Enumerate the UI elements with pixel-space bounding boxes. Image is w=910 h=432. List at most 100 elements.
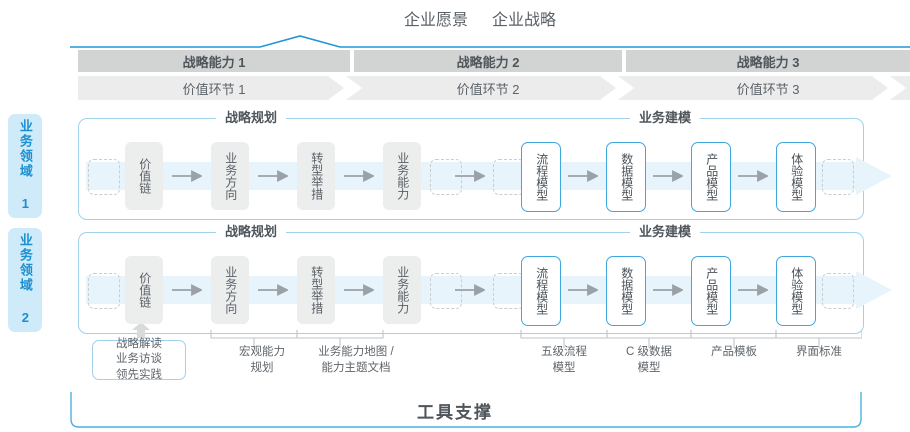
capability-label-3: 战略能力 3 <box>736 54 800 70</box>
arrow-right-icon <box>258 170 288 182</box>
arrow-right-icon <box>172 284 202 296</box>
annotation-box-strategy-inputs[interactable]: 战略解读 业务访谈 领先实践 <box>92 338 186 381</box>
domain-tab-label-1: 业务领域 1 <box>17 119 33 213</box>
node-business-direction-2[interactable]: 业务方向 <box>211 256 249 324</box>
section-caption-modeling-2: 业务建模 <box>630 224 701 240</box>
node-business-direction-1[interactable]: 业务方向 <box>211 142 249 210</box>
arrow-right-icon <box>455 170 485 182</box>
annotation-line: 领先实践 <box>116 368 162 381</box>
annotation-line: C 级数据 <box>626 346 672 358</box>
annotation-macro-capability-plan: 宏观能力 规划 <box>204 345 320 376</box>
node-placeholder-end-2 <box>822 273 854 309</box>
node-experience-model-1[interactable]: 体验模型 <box>776 142 816 212</box>
footer-label: 工具支撑 <box>417 402 493 422</box>
node-product-model-1[interactable]: 产品模型 <box>691 142 731 212</box>
annotation-line: 业务访谈 <box>116 353 162 366</box>
capability-bar-2: 战略能力 2 <box>354 50 622 72</box>
annotation-product-template: 产品模板 <box>676 345 792 361</box>
node-label: 业务能力 <box>395 152 410 200</box>
annotation-brackets <box>210 330 862 348</box>
tool-support-frame <box>70 392 862 428</box>
node-label: 体验模型 <box>789 267 804 315</box>
node-placeholder-end-1 <box>822 159 854 195</box>
arrow-right-icon <box>172 170 202 182</box>
value-link-chevron-shape <box>78 76 910 100</box>
capability-label-1: 战略能力 1 <box>182 54 246 70</box>
section-caption-modeling-1: 业务建模 <box>630 110 701 126</box>
annotation-ui-standard: 界面标准 <box>761 345 877 361</box>
node-label: 流程模型 <box>534 153 549 201</box>
node-transformation-measures-1[interactable]: 转型举措 <box>297 142 335 210</box>
section-caption-planning-1: 战略规划 <box>216 110 287 126</box>
node-label: 价值链 <box>137 272 152 308</box>
arrow-right-icon <box>344 170 374 182</box>
node-data-model-2[interactable]: 数据模型 <box>606 256 646 326</box>
capability-bar-1: 战略能力 1 <box>78 50 350 72</box>
node-label: 体验模型 <box>789 153 804 201</box>
section-caption-planning-2: 战略规划 <box>216 224 287 240</box>
domain-tab-label-2: 业务领域 2 <box>17 233 33 327</box>
node-label: 数据模型 <box>619 267 634 315</box>
value-link-bar: 价值环节 1 价值环节 2 价值环节 3 <box>78 76 910 100</box>
node-business-capability-1[interactable]: 业务能力 <box>383 142 421 210</box>
node-placeholder-mid-1 <box>430 159 462 195</box>
node-label: 产品模型 <box>704 267 719 315</box>
arrow-right-icon <box>653 284 683 296</box>
node-label: 业务方向 <box>223 152 238 200</box>
annotation-line: 产品模板 <box>711 346 757 358</box>
node-business-capability-2[interactable]: 业务能力 <box>383 256 421 324</box>
node-value-chain-2[interactable]: 价值链 <box>125 256 163 324</box>
domain-tab-1[interactable]: 业务领域 1 <box>8 114 42 218</box>
node-value-chain-1[interactable]: 价值链 <box>125 142 163 210</box>
vision-strategy-connector <box>70 35 910 48</box>
annotation-c-level-data-model: C 级数据 模型 <box>591 345 707 376</box>
annotation-line: 能力主题文档 <box>321 361 391 374</box>
flow-band-2 <box>86 271 892 309</box>
node-label: 产品模型 <box>704 153 719 201</box>
node-transformation-measures-2[interactable]: 转型举措 <box>297 256 335 324</box>
node-process-model-2[interactable]: 流程模型 <box>521 256 561 326</box>
enterprise-titles: 企业愿景 企业战略 <box>340 5 620 31</box>
annotation-line: 五级流程 <box>541 346 587 358</box>
annotation-line: 业务能力地图 / <box>318 346 394 358</box>
annotation-line: 界面标准 <box>796 346 842 358</box>
node-label: 转型举措 <box>309 152 324 200</box>
node-data-model-1[interactable]: 数据模型 <box>606 142 646 212</box>
annotation-capability-map-doc: 业务能力地图 / 能力主题文档 <box>290 345 422 376</box>
node-label: 业务能力 <box>395 266 410 314</box>
arrow-up-icon <box>132 322 150 338</box>
node-label: 转型举措 <box>309 266 324 314</box>
arrow-right-icon <box>568 170 598 182</box>
title-enterprise-strategy: 企业战略 <box>492 12 557 29</box>
arrow-right-icon <box>738 284 768 296</box>
node-label: 数据模型 <box>619 153 634 201</box>
annotation-line: 宏观能力 <box>239 346 285 358</box>
node-label: 流程模型 <box>534 267 549 315</box>
arrow-right-icon <box>258 284 288 296</box>
arrow-right-icon <box>653 170 683 182</box>
node-label: 业务方向 <box>223 266 238 314</box>
title-enterprise-vision: 企业愿景 <box>403 12 468 29</box>
arrow-right-icon <box>344 284 374 296</box>
node-process-model-1[interactable]: 流程模型 <box>521 142 561 212</box>
node-product-model-2[interactable]: 产品模型 <box>691 256 731 326</box>
arrow-right-icon <box>455 284 485 296</box>
annotation-five-level-process-model: 五级流程 模型 <box>506 345 622 376</box>
annotation-line: 模型 <box>637 361 661 374</box>
node-placeholder-mid-2 <box>430 273 462 309</box>
capability-label-2: 战略能力 2 <box>456 54 520 70</box>
arrow-right-icon <box>738 170 768 182</box>
annotation-line: 模型 <box>552 361 576 374</box>
value-link-label-2: 价值环节 2 <box>456 81 520 97</box>
value-link-label-1: 价值环节 1 <box>182 81 246 97</box>
node-label: 价值链 <box>137 158 152 194</box>
flow-band-1 <box>86 157 892 195</box>
node-placeholder-start-1 <box>88 159 120 195</box>
node-experience-model-2[interactable]: 体验模型 <box>776 256 816 326</box>
capability-bar-3: 战略能力 3 <box>626 50 910 72</box>
node-placeholder-start-2 <box>88 273 120 309</box>
arrow-right-icon <box>568 284 598 296</box>
domain-tab-2[interactable]: 业务领域 2 <box>8 228 42 332</box>
value-link-label-3: 价值环节 3 <box>736 81 800 97</box>
